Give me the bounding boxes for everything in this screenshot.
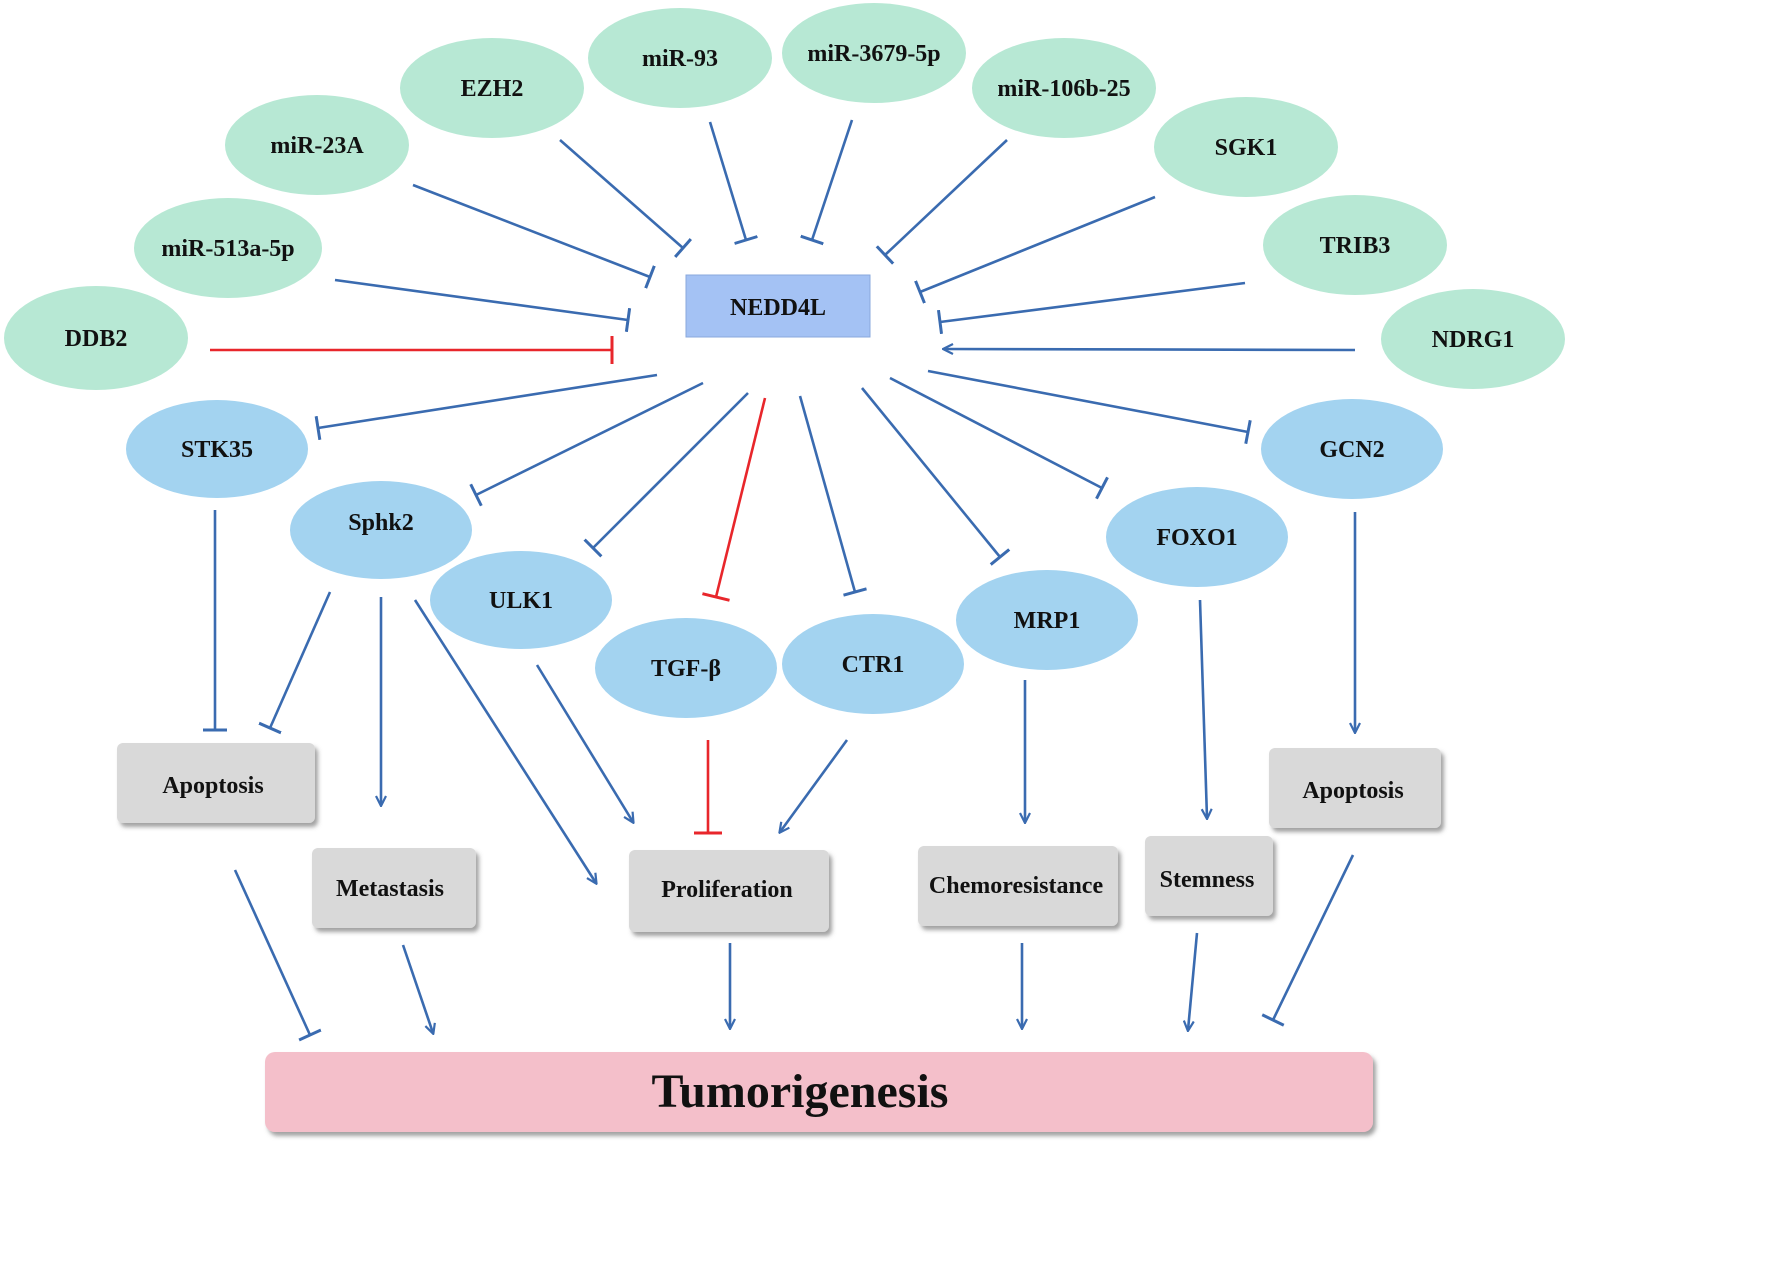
node-ulk1-label: ULK1: [489, 588, 553, 614]
node-mir-106b-25-label: miR-106b-25: [997, 76, 1130, 102]
node-sgk1[interactable]: SGK1: [1154, 97, 1338, 197]
node-foxo1-label: FOXO1: [1156, 525, 1237, 551]
node-gcn2-label: GCN2: [1319, 437, 1384, 463]
edge-sphk2-proliferation: [413, 599, 596, 883]
regulators: DDB2 miR-513a-5p miR-23A EZH2 miR-93 miR…: [4, 3, 1565, 390]
node-nedd4l-label: NEDD4L: [730, 295, 826, 321]
node-sphk2[interactable]: Sphk2: [290, 481, 472, 579]
process-apoptosis-left[interactable]: Apoptosis: [117, 743, 315, 823]
node-mir-3679-5p[interactable]: miR-3679-5p: [782, 3, 966, 103]
edge-metastasis-tumorigenesis: [401, 944, 433, 1033]
node-sgk1-label: SGK1: [1215, 135, 1278, 161]
process-apoptosis-right-label: Apoptosis: [1302, 778, 1403, 804]
edge-mir3679-nedd4l: [800, 119, 854, 246]
node-ezh2[interactable]: EZH2: [400, 38, 584, 138]
edge-ndrg1-nedd4l: [944, 349, 1356, 350]
node-ctr1[interactable]: CTR1: [782, 614, 964, 714]
edge-trib3-nedd4l: [936, 281, 1246, 335]
process-proliferation-label: Proliferation: [661, 877, 793, 903]
node-mir-513a-5p[interactable]: miR-513a-5p: [134, 198, 322, 298]
node-mrp1-label: MRP1: [1014, 608, 1081, 634]
edge-mir93-nedd4l: [708, 121, 758, 245]
node-sphk2-label: Sphk2: [348, 510, 413, 536]
node-ndrg1[interactable]: NDRG1: [1381, 289, 1565, 389]
node-ulk1[interactable]: ULK1: [430, 551, 612, 649]
outcome-tumorigenesis-label: Tumorigenesis: [652, 1065, 949, 1118]
targets: STK35 Sphk2 ULK1 TGF-β CTR1 MRP1 FOXO1: [126, 399, 1443, 718]
node-ndrg1-label: NDRG1: [1432, 327, 1515, 353]
process-stemness-label: Stemness: [1160, 867, 1255, 893]
node-mir-3679-5p-label: miR-3679-5p: [807, 41, 940, 67]
node-mir-106b-25[interactable]: miR-106b-25: [972, 38, 1156, 138]
node-gcn2[interactable]: GCN2: [1261, 399, 1443, 499]
process-stemness[interactable]: Stemness: [1145, 836, 1273, 916]
process-chemoresistance[interactable]: Chemoresistance: [918, 846, 1118, 926]
edge-nedd4l-ctr1: [798, 395, 867, 597]
node-stk35-label: STK35: [181, 437, 253, 463]
edge-mir23a-nedd4l: [412, 183, 656, 289]
process-chemoresistance-label: Chemoresistance: [929, 873, 1104, 899]
node-ddb2[interactable]: DDB2: [4, 286, 188, 390]
edge-nedd4l-gcn2: [927, 369, 1252, 445]
edge-apoptosis-tumorigenesis: [233, 869, 322, 1042]
process-apoptosis-right[interactable]: Apoptosis: [1269, 748, 1441, 828]
edge-apoptosis2-tumorigenesis: [1261, 854, 1355, 1027]
node-trib3-label: TRIB3: [1320, 233, 1391, 259]
outcome-tumorigenesis[interactable]: Tumorigenesis: [265, 1052, 1373, 1132]
node-mir-93[interactable]: miR-93: [588, 8, 772, 108]
node-ctr1-label: CTR1: [842, 652, 905, 678]
edge-stemness-tumorigenesis: [1188, 932, 1199, 1030]
process-proliferation[interactable]: Proliferation: [629, 850, 829, 932]
edge-sgk1-nedd4l: [914, 195, 1156, 304]
node-ezh2-label: EZH2: [461, 76, 524, 102]
node-mir-513a-5p-label: miR-513a-5p: [161, 236, 294, 262]
edge-nedd4l-mrp1: [860, 387, 1011, 566]
node-mir-23a-label: miR-23A: [270, 133, 364, 159]
edge-nedd4l-stk35: [314, 373, 658, 441]
process-apoptosis-left-label: Apoptosis: [162, 773, 263, 799]
edge-nedd4l-foxo1: [889, 376, 1109, 500]
node-ddb2-label: DDB2: [65, 326, 128, 352]
edge-foxo1-stemness: [1198, 599, 1207, 818]
node-mir-93-label: miR-93: [642, 46, 718, 72]
edge-ezh2-nedd4l: [559, 139, 693, 259]
node-stk35[interactable]: STK35: [126, 400, 308, 498]
edges: [203, 119, 1356, 1042]
edge-nedd4l-sphk2: [469, 381, 704, 507]
edge-nedd4l-ulk1: [583, 392, 749, 558]
edge-sphk2-apoptosis: [258, 591, 332, 735]
node-mrp1[interactable]: MRP1: [956, 570, 1138, 670]
node-foxo1[interactable]: FOXO1: [1106, 487, 1288, 587]
node-trib3[interactable]: TRIB3: [1263, 195, 1447, 295]
edge-mir513a-nedd4l: [334, 278, 632, 333]
edge-nedd4l-tgfb: [702, 397, 767, 602]
node-nedd4l[interactable]: NEDD4L: [685, 274, 871, 338]
process-metastasis-label: Metastasis: [336, 876, 444, 902]
node-tgf-beta-label: TGF-β: [651, 656, 721, 682]
processes: Apoptosis Metastasis Proliferation Chemo…: [117, 743, 1441, 932]
edge-ulk1-proliferation: [535, 664, 633, 822]
node-tgf-beta[interactable]: TGF-β: [595, 618, 777, 718]
node-mir-23a[interactable]: miR-23A: [225, 95, 409, 195]
edge-mir106b-nedd4l: [875, 139, 1008, 265]
process-metastasis[interactable]: Metastasis: [312, 848, 476, 928]
edge-ctr1-proliferation: [780, 739, 849, 832]
